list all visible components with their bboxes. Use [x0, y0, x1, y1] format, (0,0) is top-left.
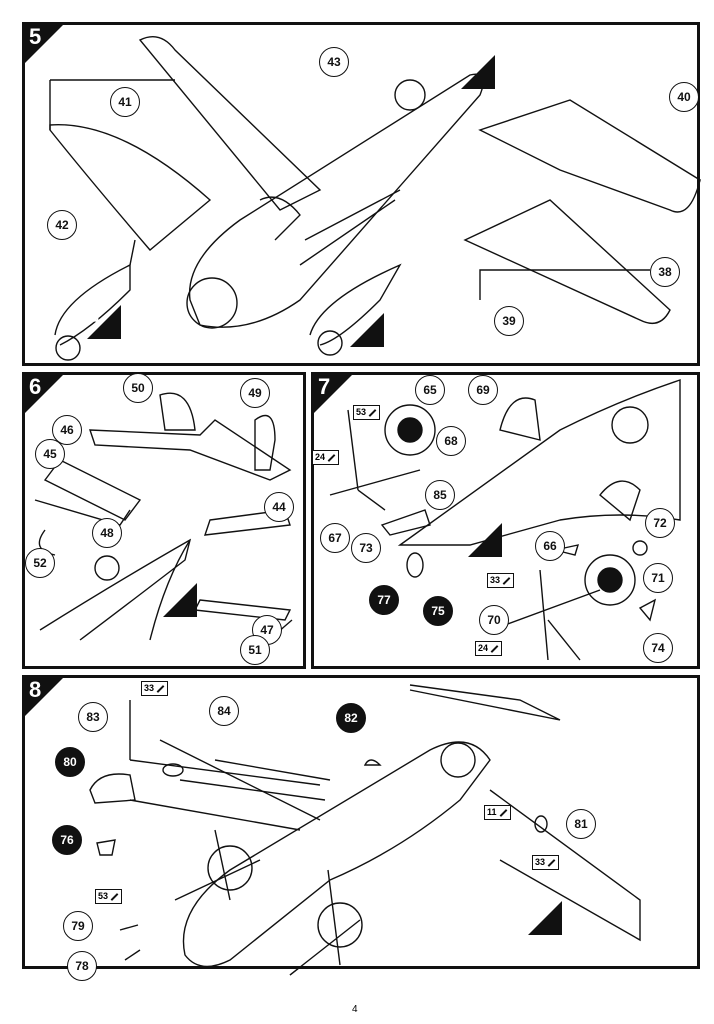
- part-callout: 38: [650, 257, 680, 287]
- step-number: 6: [29, 374, 42, 399]
- step-number: 7: [318, 374, 331, 399]
- paint-tag: 33: [532, 855, 560, 870]
- part-callout: 79: [63, 911, 93, 941]
- part-callout: 65: [415, 375, 445, 405]
- part-callout: 69: [468, 375, 498, 405]
- step-number: 8: [29, 677, 42, 702]
- step-badge: [22, 372, 66, 416]
- step-badge: [22, 22, 66, 66]
- clear-part-callout: 80: [55, 747, 85, 777]
- part-callout: 85: [425, 480, 455, 510]
- part-callout: 83: [78, 702, 108, 732]
- part-callout: 84: [209, 696, 239, 726]
- part-callout: 48: [92, 518, 122, 548]
- part-callout: 40: [669, 82, 699, 112]
- part-callout: 71: [643, 563, 673, 593]
- step-reference-marker: 6: [468, 523, 502, 557]
- part-callout: 43: [319, 47, 349, 77]
- paint-tag: 11: [484, 805, 511, 820]
- page-number: 4: [352, 1004, 358, 1015]
- part-callout: 39: [494, 306, 524, 336]
- step-number: 5: [29, 24, 42, 49]
- clear-part-callout: 76: [52, 825, 82, 855]
- ref-label: 3: [465, 61, 474, 78]
- part-callout: 49: [240, 378, 270, 408]
- paint-tag: 33: [141, 681, 169, 696]
- ref-label: 4: [91, 311, 100, 328]
- step-reference-marker: 4: [87, 305, 121, 339]
- part-callout: 78: [67, 951, 97, 981]
- ref-label: 4: [354, 319, 363, 336]
- ref-label: 6: [472, 529, 481, 546]
- part-callout: 74: [643, 633, 673, 663]
- part-callout: 73: [351, 533, 381, 563]
- clear-part-callout: 82: [336, 703, 366, 733]
- paint-tag: 33: [487, 573, 515, 588]
- part-callout: 45: [35, 439, 65, 469]
- step-badge: [311, 372, 355, 416]
- part-callout: 50: [123, 373, 153, 403]
- ref-label: 7: [532, 907, 541, 924]
- step-badge: [22, 675, 66, 719]
- paint-tag: 53: [353, 405, 381, 420]
- step-reference-marker: 4: [350, 313, 384, 347]
- paint-tag: 24: [312, 450, 340, 465]
- part-callout: 81: [566, 809, 596, 839]
- part-callout: 67: [320, 523, 350, 553]
- part-callout: 66: [535, 531, 565, 561]
- part-callout: 72: [645, 508, 675, 538]
- part-callout: 52: [25, 548, 55, 578]
- clear-part-callout: 75: [423, 596, 453, 626]
- step-reference-marker: 3: [461, 55, 495, 89]
- step-reference-marker: 7: [528, 901, 562, 935]
- part-callout: 41: [110, 87, 140, 117]
- paint-tag: 24: [475, 641, 503, 656]
- paint-tag: 53: [95, 889, 123, 904]
- clear-part-callout: 77: [369, 585, 399, 615]
- part-callout: 70: [479, 605, 509, 635]
- part-callout: 51: [240, 635, 270, 665]
- part-callout: 42: [47, 210, 77, 240]
- step-reference-marker: 5: [163, 583, 197, 617]
- part-callout: 68: [436, 426, 466, 456]
- part-callout: 44: [264, 492, 294, 522]
- ref-label: 5: [167, 589, 176, 606]
